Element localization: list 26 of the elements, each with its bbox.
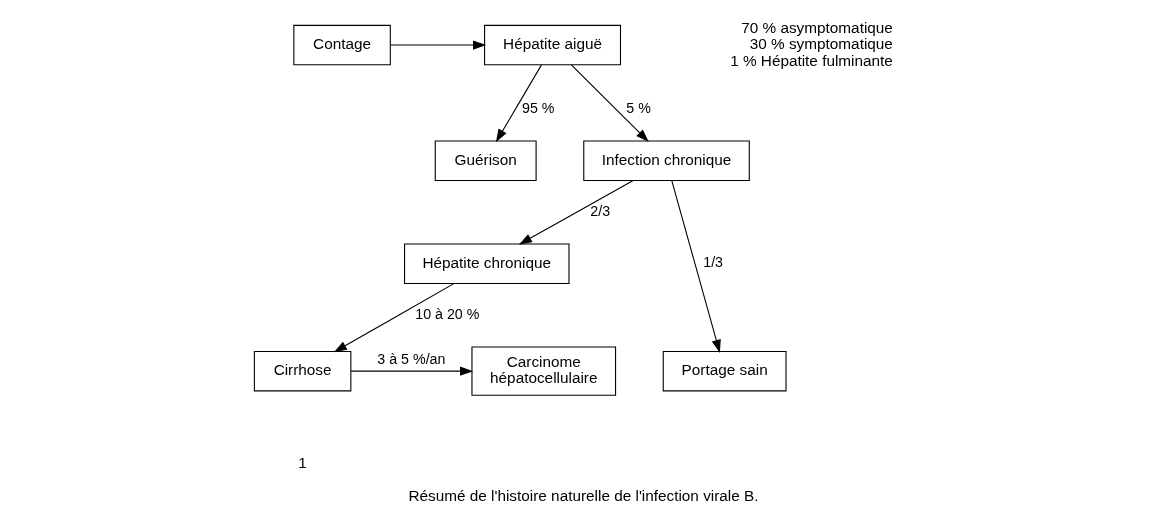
edge-label: 2/3 bbox=[589, 202, 610, 219]
arrow bbox=[518, 180, 634, 245]
node-box: Guérison bbox=[434, 140, 537, 181]
node-box: Hépatite aiguë bbox=[483, 24, 621, 66]
node-box: Infection chronique bbox=[582, 140, 750, 181]
node-box: Hépatite chronique bbox=[403, 243, 570, 285]
node-label: 70 % asymptomatique bbox=[740, 18, 893, 36]
edge-label: 1/3 bbox=[702, 254, 723, 271]
edge-label: 10 à 20 % bbox=[414, 305, 479, 322]
arrow bbox=[350, 366, 473, 376]
arrow bbox=[570, 64, 649, 142]
node-box: Carcinome hépatocellulaire bbox=[470, 346, 616, 396]
node-box: Portage sain bbox=[662, 350, 787, 392]
arrow bbox=[333, 283, 454, 353]
node-label: 30 % symptomatique bbox=[749, 35, 893, 53]
edge-label: 3 à 5 %/an bbox=[376, 350, 445, 367]
arrow bbox=[389, 40, 486, 50]
caption: Résumé de l'histoire naturelle de l'infection virale B. bbox=[407, 486, 759, 504]
edge-label: 95 % bbox=[521, 99, 555, 116]
node-box: Cirrhose bbox=[253, 350, 351, 392]
node-box: Contage bbox=[292, 24, 391, 66]
label: 1 bbox=[297, 454, 307, 472]
node-label: 1 % Hépatite fulminante bbox=[729, 51, 893, 69]
arrow bbox=[670, 180, 721, 353]
arrow bbox=[495, 64, 542, 143]
edge-label: 5 % bbox=[625, 99, 651, 116]
